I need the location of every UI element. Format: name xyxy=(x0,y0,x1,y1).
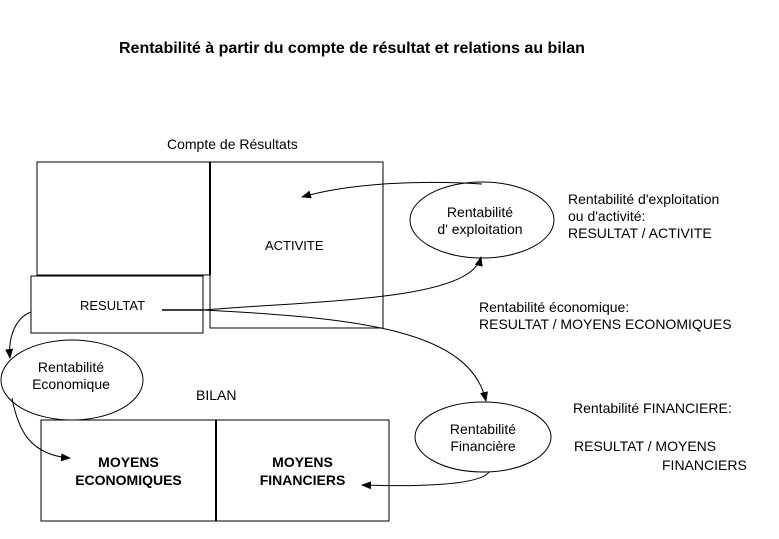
ellipse-rentabilite-financiere xyxy=(414,401,552,473)
charges-box xyxy=(36,161,211,276)
resultat-box xyxy=(30,275,204,334)
activite-label: ACTIVITE xyxy=(265,238,324,253)
ellipse-rentabilite-economique xyxy=(0,339,144,421)
page-title: Rentabilité à partir du compte de résult… xyxy=(119,40,585,57)
arrow-resultat-to-financiere xyxy=(202,309,488,402)
label-rentabilite-economique: Rentabilité Economique xyxy=(32,359,110,392)
note-economique: Rentabilité économique: RESULTAT / MOYEN… xyxy=(479,299,732,332)
moyens-economiques-label: MOYENS ECONOMIQUES xyxy=(75,454,182,488)
arrow-resultat-to-exploitation xyxy=(202,256,483,311)
arrow-financiere-to-moyens-financiers xyxy=(361,471,490,490)
moyens-financiers-label: MOYENS FINANCIERS xyxy=(259,454,346,488)
label-rentabilite-financiere: Rentabilité Financière xyxy=(449,421,517,454)
compte-heading: Compte de Résultats xyxy=(167,136,298,152)
note-exploitation: Rentabilité d'exploitation ou d'activité… xyxy=(568,191,720,241)
resultat-label: RESULTAT xyxy=(80,298,146,313)
arrow-resultat-to-economique xyxy=(5,311,32,359)
bilan-heading: BILAN xyxy=(196,387,237,403)
label-rentabilite-exploitation: Rentabilité d' exploitation xyxy=(437,204,523,237)
note-financiere-formula-line1: RESULTAT / MOYENS xyxy=(574,438,717,454)
arrow-exploitation-to-activite xyxy=(301,181,483,199)
arrow-economique-to-moyens-economiques xyxy=(11,397,71,462)
note-financiere-formula-line2: FINANCIERS xyxy=(662,457,747,473)
note-financiere-title: Rentabilité FINANCIERE: xyxy=(573,400,732,416)
